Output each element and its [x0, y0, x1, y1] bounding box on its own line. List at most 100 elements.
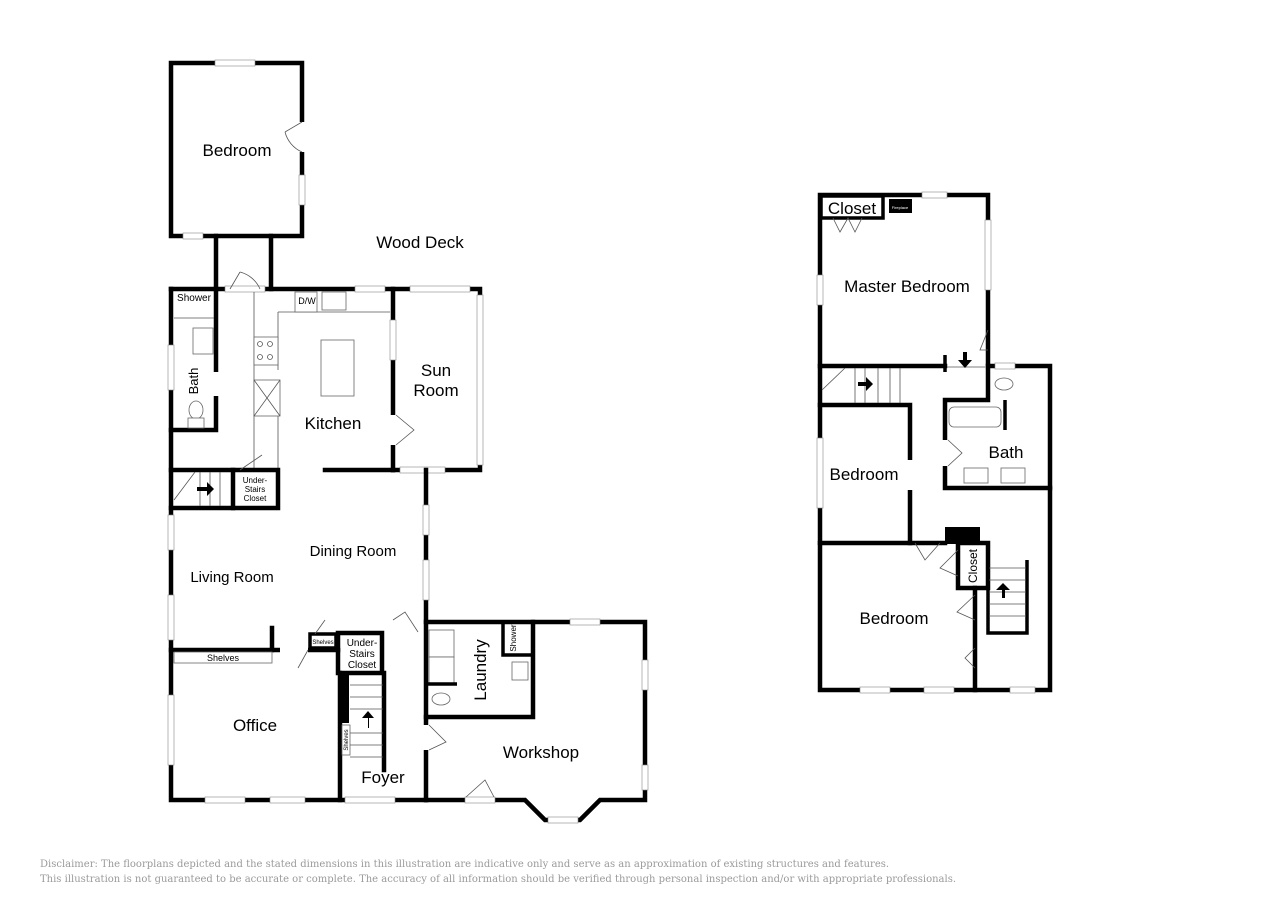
bath-walls	[942, 363, 1053, 491]
label-under-stairs-closet: Stairs	[245, 485, 265, 494]
door-swing	[956, 594, 976, 621]
sink-icon	[511, 661, 529, 681]
room-label-dining-room: Dining Room	[310, 543, 397, 560]
door-opening	[213, 372, 219, 396]
door-opening	[390, 415, 396, 445]
toilet-tank	[187, 417, 205, 429]
kitchen-sink-icon	[321, 291, 347, 311]
room-label-bedroom-middle: Bedroom	[830, 465, 899, 484]
disclaimer-line-2: This illustration is not guaranteed to b…	[40, 874, 957, 885]
label-dishwasher: D/W	[298, 296, 316, 306]
door-swing	[964, 647, 976, 669]
room-label-master-bedroom: Master Bedroom	[844, 277, 970, 296]
dryer	[428, 656, 455, 685]
door-opening	[942, 440, 948, 466]
label-under-stairs-closet-2: Closet	[348, 660, 377, 671]
room-label-bath: Bath	[989, 443, 1024, 462]
office-wall	[168, 625, 275, 653]
shelves	[173, 651, 273, 664]
label-under-stairs-closet: Under-	[243, 476, 268, 485]
window	[476, 294, 484, 466]
chimney	[338, 673, 349, 723]
door-swing	[914, 542, 941, 561]
window	[409, 285, 471, 293]
room-label-bath: Bath	[186, 368, 201, 395]
door-swing	[239, 454, 263, 471]
door-swing	[465, 779, 495, 798]
stair-treads	[173, 471, 221, 506]
shower-walls	[501, 622, 533, 657]
front-door-opening	[344, 796, 396, 804]
door-opening	[907, 460, 913, 490]
bath-walls	[168, 286, 219, 433]
label-shower: Shower	[177, 293, 212, 304]
stair-treads	[989, 567, 1026, 617]
stair-treads	[350, 684, 383, 758]
stair-arrow-icon	[858, 377, 873, 391]
room-label-bedroom-bottom: Bedroom	[860, 609, 929, 628]
room-label-office: Office	[233, 716, 277, 735]
door-swing	[229, 271, 261, 290]
window	[204, 796, 246, 804]
room-label-living-room: Living Room	[190, 569, 273, 586]
chimney	[945, 527, 980, 544]
disclaimer-line-1: Disclaimer: The floorplans depicted and …	[40, 859, 890, 870]
sink-icon	[192, 327, 214, 355]
door-opening	[280, 647, 308, 653]
door-opening	[464, 796, 496, 804]
window	[354, 285, 386, 293]
door-swing	[284, 121, 303, 153]
window	[923, 686, 955, 694]
ground-floor: Bedroom Wood Deck Shower D/W Bath Kitche…	[167, 59, 649, 824]
window	[422, 559, 430, 601]
room-label-kitchen: Kitchen	[305, 414, 362, 433]
closet-walls	[335, 630, 385, 676]
label-shelves-vertical: Shelves	[344, 729, 350, 750]
label-under-stairs-closet-2: Stairs	[349, 649, 375, 660]
opening	[389, 319, 397, 361]
window	[547, 816, 579, 824]
window	[816, 274, 824, 306]
window	[399, 466, 446, 474]
window	[422, 504, 430, 536]
sink-icon	[963, 467, 989, 484]
door-swing	[392, 611, 419, 633]
room-label-laundry: Laundry	[471, 639, 490, 701]
stair-arrow-icon	[996, 583, 1010, 598]
label-laundry-shower: Shower	[509, 624, 518, 651]
room-label-foyer: Foyer	[361, 768, 405, 787]
bathtub-icon	[948, 406, 1002, 428]
door-swing	[428, 724, 447, 751]
window	[859, 686, 891, 694]
washer	[428, 629, 455, 658]
window	[167, 594, 175, 641]
stair-arrow-icon	[362, 711, 374, 728]
window	[921, 191, 948, 199]
room-label-workshop: Workshop	[503, 743, 579, 762]
door-opening	[423, 725, 429, 750]
sink-icon	[1000, 467, 1026, 484]
window	[641, 764, 649, 791]
toilet-icon	[994, 377, 1014, 391]
window	[641, 659, 649, 691]
room-label-sun-room-1: Sun	[421, 361, 451, 380]
area-label-wood-deck: Wood Deck	[376, 233, 464, 252]
window	[984, 219, 992, 291]
dishwasher	[294, 291, 318, 313]
shelves	[341, 724, 351, 756]
door-swing	[947, 439, 963, 467]
window	[167, 344, 175, 391]
window	[214, 59, 256, 67]
room-label-sun-room-2: Room	[413, 381, 458, 400]
stair-arrow-icon	[958, 352, 972, 368]
door-opening	[299, 122, 305, 152]
door-opening	[224, 285, 266, 293]
window	[269, 796, 306, 804]
room-label-bedroom: Bedroom	[203, 141, 272, 160]
stair-walls	[986, 560, 1029, 635]
stove-icon	[253, 336, 279, 366]
stair-arrow-icon	[197, 482, 214, 496]
window	[569, 618, 601, 626]
door-swing	[979, 329, 989, 351]
room-label-closet-side: Closet	[966, 548, 980, 583]
